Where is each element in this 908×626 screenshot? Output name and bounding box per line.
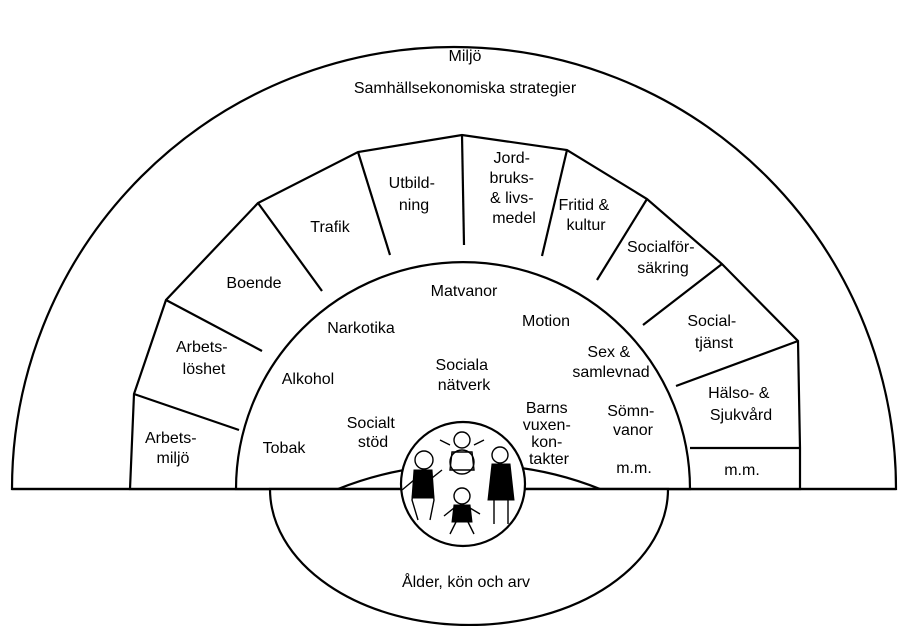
lifestyle-matvanor: Matvanor — [431, 283, 498, 300]
sector-trafik: Trafik — [310, 219, 350, 236]
sector-mm-outer: m.m. — [724, 462, 760, 479]
environment-subtitle: Samhällsekonomiska strategier — [354, 80, 577, 97]
lifestyle-motion: Motion — [522, 313, 570, 330]
base-label: Ålder, kön och arv — [402, 572, 530, 591]
sector-boende: Boende — [226, 275, 281, 292]
lifestyle-narkotika: Narkotika — [327, 320, 395, 337]
lifestyle-tobak: Tobak — [263, 440, 307, 457]
lifestyle-mm: m.m. — [616, 460, 652, 477]
environment-title: Miljö — [449, 48, 482, 65]
lifestyle-alkohol: Alkohol — [282, 371, 334, 388]
